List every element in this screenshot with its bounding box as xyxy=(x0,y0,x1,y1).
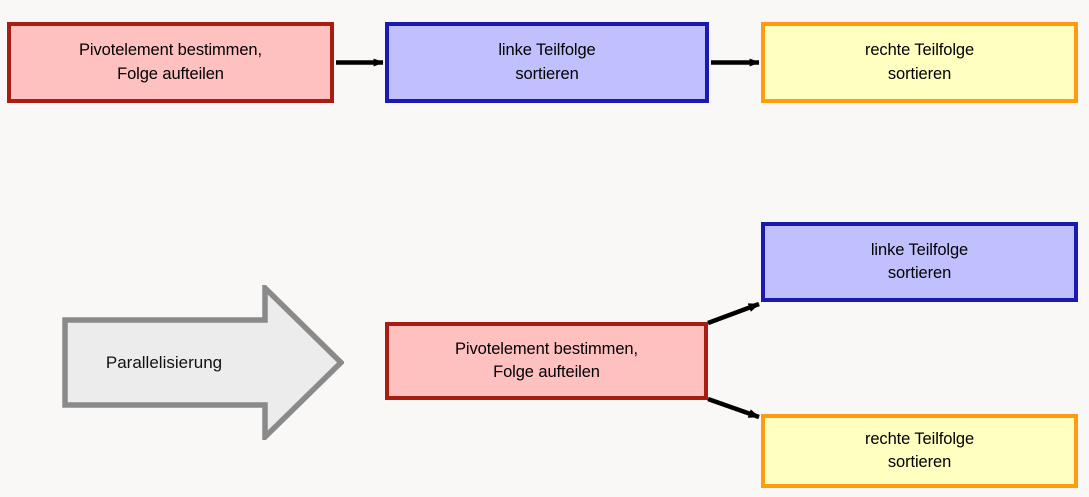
parallelisierung-label: Parallelisierung xyxy=(105,352,223,372)
node-label: linke Teilfolge sortieren xyxy=(870,240,969,282)
connector-par-pivot-to-right xyxy=(707,396,760,420)
node-par-pivot[interactable]: Pivotelement bestimmen, Folge aufteilen xyxy=(385,322,708,400)
node-seq-left[interactable]: linke Teilfolge sortieren xyxy=(385,22,709,103)
node-seq-right[interactable]: rechte Teilfolge sortieren xyxy=(761,22,1078,103)
node-label: rechte Teilfolge sortieren xyxy=(864,41,975,83)
parallelisierung-arrow: Parallelisierung xyxy=(62,285,344,440)
node-seq-pivot[interactable]: Pivotelement bestimmen, Folge aufteilen xyxy=(7,22,334,103)
node-par-right[interactable]: rechte Teilfolge sortieren xyxy=(761,414,1078,488)
node-label: linke Teilfolge sortieren xyxy=(498,41,596,83)
parallelisierung-label-wrap: Parallelisierung xyxy=(62,285,344,440)
block-arrow-icon xyxy=(62,285,344,440)
node-label: Pivotelement bestimmen, Folge aufteilen xyxy=(79,41,262,83)
node-par-left[interactable]: linke Teilfolge sortieren xyxy=(761,222,1078,302)
node-label: rechte Teilfolge sortieren xyxy=(864,429,975,471)
node-label: Pivotelement bestimmen, Folge aufteilen xyxy=(455,339,638,381)
connector-par-pivot-to-left xyxy=(707,301,760,326)
